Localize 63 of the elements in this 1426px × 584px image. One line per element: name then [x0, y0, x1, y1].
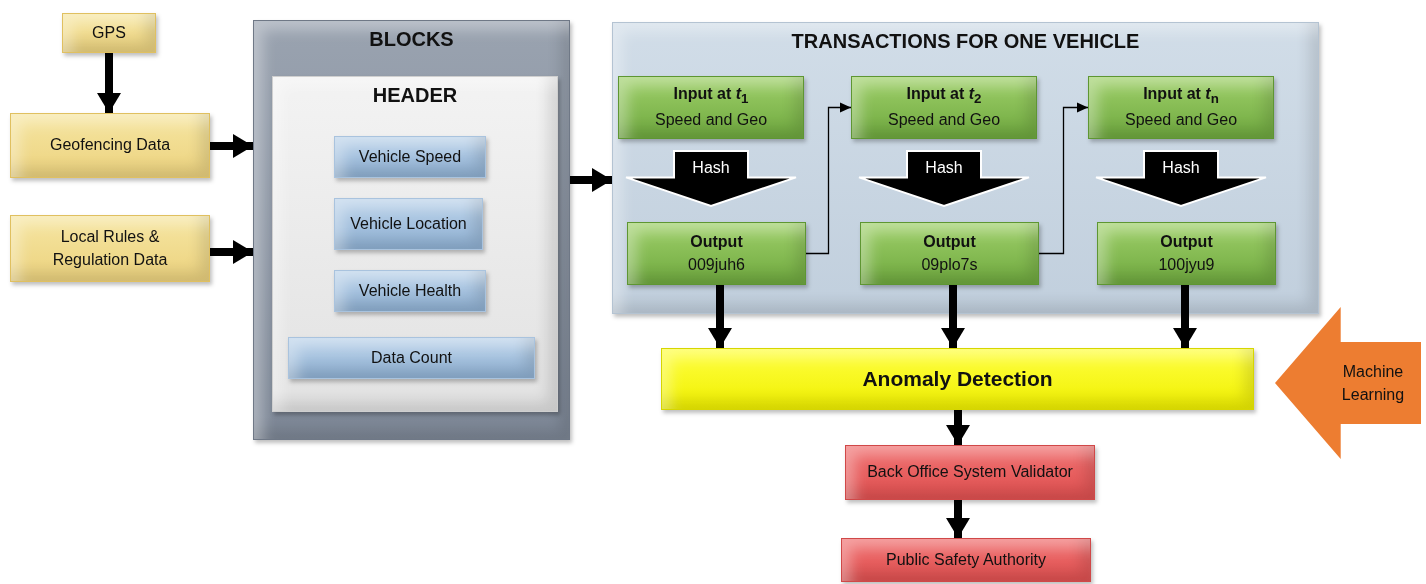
box-label: Speed and Geo: [1124, 110, 1238, 131]
transaction-box: [1088, 76, 1274, 139]
blocks-panel: [253, 20, 570, 440]
box-label: 100jyu9: [1158, 254, 1215, 275]
field-box: [334, 270, 486, 312]
box-label: Input at t$_{2}$: [906, 84, 982, 109]
box-label: Back Office System Validator: [867, 462, 1073, 483]
box-label: 009juh6: [688, 254, 745, 275]
output-box: [845, 445, 1095, 500]
box-label: Input at t$_{1}$: [673, 84, 749, 109]
source-box: [10, 113, 210, 178]
box-label: Output: [690, 232, 743, 253]
arrow: [210, 134, 253, 158]
arrow: [97, 53, 121, 113]
box-label: Vehicle Health: [358, 280, 462, 301]
arrow: [946, 410, 970, 445]
field-box: [288, 337, 535, 379]
box-label: Output: [1160, 232, 1213, 253]
box-label: Machine Learning: [1340, 361, 1406, 405]
field-box: [334, 136, 486, 178]
edge-label: Hash: [692, 158, 730, 177]
arrow: [941, 285, 965, 348]
transactions-panel: [612, 22, 1319, 314]
output-box: [841, 538, 1091, 582]
edge-label: Hash: [1162, 158, 1200, 177]
box-label: Vehicle Location: [350, 213, 467, 234]
arrow: [1173, 285, 1197, 348]
transaction-box: [1097, 222, 1276, 285]
arrow: [1038, 102, 1089, 255]
panel-heading: TRANSACTIONS FOR ONE VEHICLE: [791, 30, 1140, 53]
box-label: Geofencing Data: [49, 135, 171, 156]
arrow: [570, 168, 612, 192]
box-label: Speed and Geo: [654, 110, 768, 131]
panel-heading: BLOCKS: [369, 28, 454, 51]
hash-block-arrow: [858, 150, 1030, 208]
detection-bar: [661, 348, 1254, 410]
box-label: Public Safety Authority: [885, 549, 1047, 570]
box-label: Output: [923, 232, 976, 253]
hash-block-arrow: [1095, 150, 1267, 208]
arrow: [946, 500, 970, 538]
box-label: Local Rules & Regulation Data: [51, 227, 169, 270]
box-label: 09plo7s: [921, 254, 978, 275]
source-box: [62, 13, 156, 53]
header-panel: [272, 76, 558, 412]
box-label: Speed and Geo: [887, 110, 1001, 131]
edge-label: Hash: [925, 158, 963, 177]
transaction-box: [851, 76, 1037, 139]
machine-learning-arrow: [1275, 307, 1421, 459]
box-label: Vehicle Speed: [358, 146, 462, 167]
source-box: [10, 215, 210, 282]
box-label: Data Count: [371, 347, 452, 368]
transaction-box: [618, 76, 804, 139]
transaction-box: [627, 222, 806, 285]
arrow: [708, 285, 732, 348]
box-label: Input at t$_{n}$: [1143, 84, 1219, 109]
box-label: Anomaly Detection: [862, 366, 1053, 393]
field-box: [334, 198, 483, 250]
box-label: GPS: [92, 22, 126, 43]
transaction-box: [860, 222, 1039, 285]
arrow: [805, 102, 852, 255]
hash-block-arrow: [625, 150, 797, 208]
panel-heading: HEADER: [372, 84, 458, 107]
arrow: [210, 240, 253, 264]
